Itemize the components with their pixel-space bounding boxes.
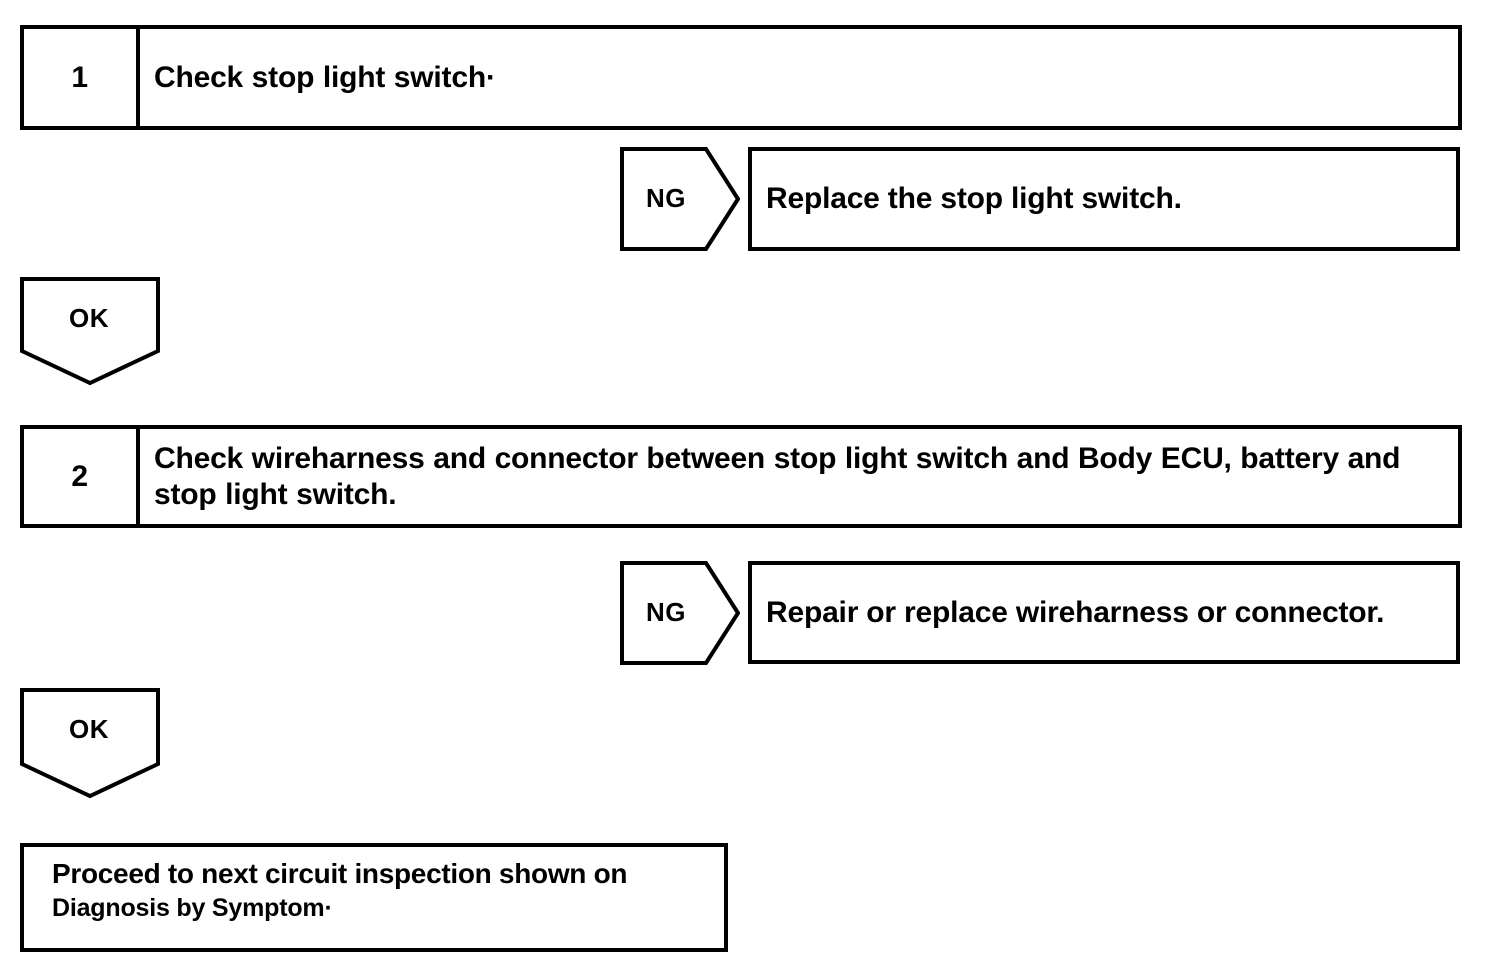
step-2-box: 2 Check wireharness and connector betwee… <box>20 425 1462 528</box>
ok-marker-2: OK <box>20 688 162 800</box>
final-line-2: Diagnosis by Symptom· <box>52 893 333 922</box>
ng-result-1-text: Replace the stop light switch. <box>766 182 1182 215</box>
step-1-number: 1 <box>24 29 140 126</box>
final-proceed-box: Proceed to next circuit inspection shown… <box>20 843 728 952</box>
ng-result-2-text: Repair or replace wireharness or connect… <box>766 595 1385 629</box>
ng-result-box-1: Replace the stop light switch. <box>748 147 1460 251</box>
ng-result-box-2: Repair or replace wireharness or connect… <box>748 561 1460 664</box>
ng-marker-2: NG <box>620 561 740 665</box>
step-1-text: Check stop light switch· <box>154 60 496 94</box>
ok-marker-1: OK <box>20 277 162 387</box>
step-2-text: Check wireharness and connector between … <box>154 442 1401 511</box>
step-1-box: 1 Check stop light switch· <box>20 25 1462 130</box>
ok-marker-1-label: OK <box>69 303 109 333</box>
final-line-1: Proceed to next circuit inspection shown… <box>52 858 628 889</box>
ng-marker-2-label: NG <box>646 597 686 627</box>
ng-marker-1-label: NG <box>646 183 686 213</box>
ng-marker-1: NG <box>620 147 740 251</box>
step-2-number: 2 <box>24 429 140 524</box>
ok-marker-2-label: OK <box>69 714 109 744</box>
